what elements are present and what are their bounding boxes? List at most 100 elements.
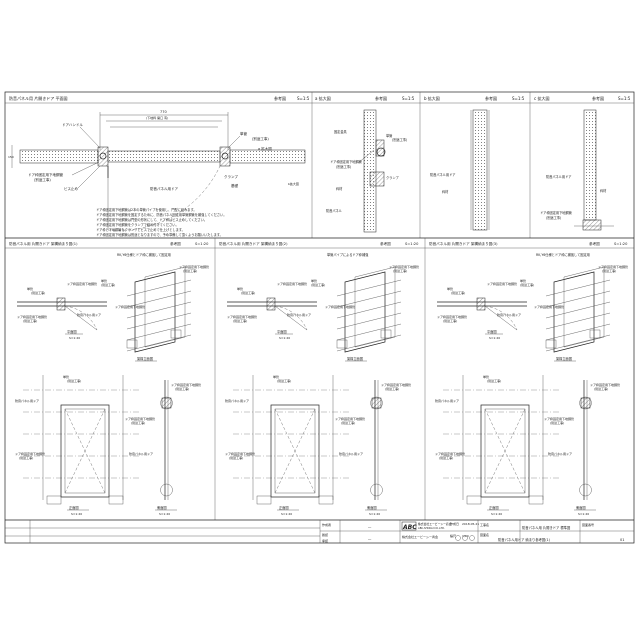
top-plan-scale: S=1:5 [297, 96, 310, 101]
svg-text:ドア枠固定用下地鋼管: ドア枠固定用下地鋼管 [17, 314, 47, 319]
svg-text:ドア枠固定用下地鋼管: ドア枠固定用下地鋼管 [590, 382, 620, 387]
svg-text:(別途工事): (別途工事) [451, 290, 465, 295]
svg-text:(別途工事): (別途工事) [546, 215, 561, 220]
svg-text:平面図: 平面図 [487, 330, 497, 334]
svg-text:b 拡大図: b 拡大図 [424, 95, 440, 101]
svg-text:防音パネル用ドア 納まり参考図(1): 防音パネル用ドア 納まり参考図(1) [498, 537, 550, 542]
detail-a-panel: a 拡大図 参考図 S=1:5 単管 (別途工事) 固定金具 ドア枠固定用下地鋼… [312, 92, 421, 238]
svg-text:防音パネル用ドア: 防音パネル用ドア [287, 312, 311, 317]
svg-text:参考図: 参考図 [380, 241, 391, 246]
svg-text:(別途工事): (別途工事) [23, 318, 37, 323]
svg-text:ドア枠固定用下地鋼管: ドア枠固定用下地鋼管 [171, 382, 201, 387]
svg-text:(別途工事): (別途工事) [439, 455, 453, 460]
svg-text:単管パイプによるドア枠補強: 単管パイプによるドア枠補強 [327, 252, 369, 257]
svg-text:ドア枠固定用下地鋼管: ドア枠固定用下地鋼管 [435, 451, 465, 456]
svg-text:株式会社エービーシー商会: 株式会社エービーシー商会 [418, 522, 452, 526]
svg-text:(別途工事): (別途工事) [233, 318, 247, 323]
svg-text:工事名: 工事名 [480, 522, 489, 527]
svg-text:防音パネル用ドア: 防音パネル用ドア [225, 398, 249, 403]
svg-text:(別途工事): (別途工事) [101, 282, 115, 287]
svg-text:S=1:20: S=1:20 [69, 336, 80, 340]
svg-text:ABC-SHOKAI CO.,LTD.: ABC-SHOKAI CO.,LTD. [418, 526, 445, 530]
svg-text:ドア枠固定用下地鋼管: ドア枠固定用下地鋼管 [487, 281, 517, 286]
svg-text:S=1:20: S=1:20 [281, 512, 292, 516]
sheet-border [4, 91, 635, 544]
side-view-2: ドア枠固定用下地鋼管(別途工事)ドア枠固定用下地鋼管(別途工事)防音パネル用ドア… [335, 380, 411, 516]
svg-text:架構立面図: 架構立面図 [347, 356, 363, 361]
svg-text:b拡大図: b拡大図 [288, 181, 299, 186]
svg-text:(別途工事): (別途工事) [175, 386, 189, 391]
label-base-plan: 基礎 [231, 183, 238, 188]
label-a-detail: a 拡大図 [258, 146, 272, 151]
svg-text:防音パネル用ドア: 防音パネル用ドア [497, 312, 521, 317]
svg-text:(別途工事): (別途工事) [67, 378, 81, 383]
svg-text:固定金具: 固定金具 [334, 129, 348, 134]
svg-text:防音パネル用ドア: 防音パネル用ドア [15, 398, 39, 403]
svg-text:ドア枠固定用下地鋼管: ドア枠固定用下地鋼管 [15, 451, 45, 456]
svg-text:縮尺: 縮尺 [450, 533, 456, 538]
svg-text:S=1:20: S=1:20 [195, 242, 209, 246]
elevation-view-3: 単管(別途工事)防音パネル用ドアドア枠固定用下地鋼管(別途工事)正面図S=1:2… [435, 374, 561, 516]
svg-text:平面図: 平面図 [67, 330, 77, 334]
svg-text:S=1:20: S=1:20 [369, 512, 380, 516]
label-frame-plan: ドア枠固定用下地鋼管 [28, 172, 63, 177]
svg-text:(別途工事): (別途工事) [311, 282, 325, 287]
svg-text:作成者: 作成者 [322, 522, 331, 527]
svg-text:1/20: 1/20 [462, 534, 469, 538]
title-block: 作成者 確認 承認 ― ― ABC 株式会社エービーシー商会 ABC-SHOKA… [5, 519, 634, 543]
svg-text:(別途工事): (別途工事) [487, 378, 501, 383]
svg-text:ABC: ABC [402, 524, 417, 531]
svg-text:単管: 単管 [101, 278, 107, 283]
door-leaf-plan [107, 150, 221, 163]
svg-text:ドア枠固定用下地鋼管: ドア枠固定用下地鋼管 [67, 281, 97, 286]
svg-text:側面図: 側面図 [157, 505, 167, 510]
sound-panel-right [229, 149, 306, 164]
svg-text:単管: 単管 [237, 286, 243, 291]
side-view-3: ドア枠固定用下地鋼管(別途工事)ドア枠固定用下地鋼管(別途工事)防音パネル用ドア… [544, 380, 620, 516]
svg-text:架構立面図: 架構立面図 [556, 356, 572, 361]
svg-text:ドア枠固定用下地鋼管: ドア枠固定用下地鋼管 [179, 264, 209, 269]
svg-text:(別途工事): (別途工事) [550, 420, 564, 425]
mount-title-2: 防音パネル用 片開きドア 架構納まり図(2) [219, 241, 288, 246]
label-hinge: ドアハンドル [62, 122, 83, 127]
dim-opening: (下地枠 開口 有) [146, 115, 168, 120]
svg-text:側面図: 側面図 [576, 505, 586, 510]
note-3: ドア枠固定用下地鋼管は門型の形状にして、ドア枠はビス止めしてください。 [96, 217, 207, 222]
note-1: ドア枠固定用下地鋼管は2本の単管パイプを使用し、門型に組みます。 [96, 207, 197, 212]
svg-text:参考図: 参考図 [589, 241, 600, 246]
svg-text:(別途工事): (別途工事) [277, 378, 291, 383]
svg-text:ドア枠固定用下地鋼管: ドア枠固定用下地鋼管 [325, 304, 355, 309]
svg-text:クランプ: クランプ [386, 175, 399, 180]
top-plan-title: 防音パネル用 片開きドア 平面図 [9, 95, 68, 101]
svg-text:正面図: 正面図 [489, 506, 499, 510]
svg-text:(別途工事): (別途工事) [341, 420, 355, 425]
svg-text:ドア枠固定用下地鋼管: ドア枠固定用下地鋼管 [598, 264, 628, 269]
svg-text:(別途工事): (別途工事) [241, 290, 255, 295]
svg-text:01: 01 [620, 538, 624, 542]
svg-text:(別途工事): (別途工事) [385, 386, 399, 391]
svg-text:防音パネル用ドア: 防音パネル用ドア [339, 451, 363, 456]
svg-text:(別途工事): (別途工事) [602, 268, 616, 273]
svg-text:単管: 単管 [273, 374, 279, 379]
svg-text:ドア枠固定用下地鋼管: ドア枠固定用下地鋼管 [335, 416, 365, 421]
svg-text:承認: 承認 [322, 538, 328, 543]
svg-text:a 拡大図: a 拡大図 [315, 95, 331, 101]
svg-text:単管: 単管 [27, 286, 33, 291]
svg-text:枠材: 枠材 [336, 186, 343, 191]
svg-text:ドア枠固定用下地鋼管: ドア枠固定用下地鋼管 [544, 416, 574, 421]
svg-text:防音パネル用 片開きドア 標準図: 防音パネル用 片開きドア 標準図 [522, 525, 571, 530]
svg-text:防音パネル用ドア: 防音パネル用ドア [546, 174, 572, 179]
svg-text:ドア枠固定用下地鋼管: ドア枠固定用下地鋼管 [330, 159, 362, 164]
svg-text:ドア枠固定用下地鋼管: ドア枠固定用下地鋼管 [227, 314, 257, 319]
svg-text:枠材: 枠材 [600, 188, 607, 193]
svg-text:(別途工事): (別途工事) [252, 136, 269, 141]
svg-text:防音パネル用ドア: 防音パネル用ドア [77, 312, 101, 317]
svg-text:―: ― [368, 537, 372, 541]
svg-text:(別途工事): (別途工事) [392, 137, 407, 142]
note-5: ドア枠と下地鋼管をクランプとビスで止めて仕上げとします。 [96, 227, 185, 232]
top-plan-ref: 参考図 [274, 95, 286, 101]
